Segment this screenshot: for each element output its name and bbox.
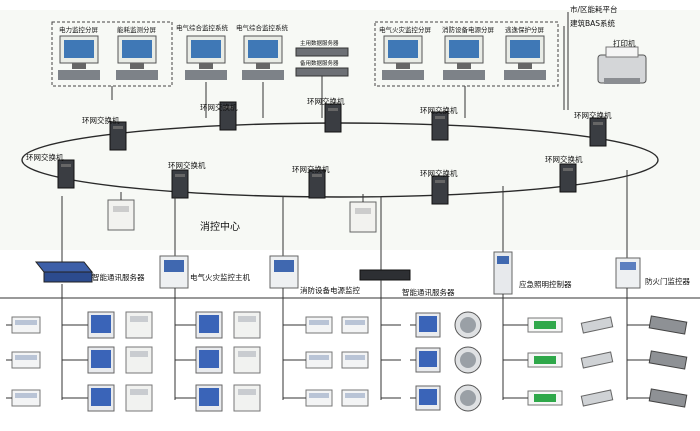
field-device-icon xyxy=(305,316,333,334)
ring-switch-icon: 环网交换机 xyxy=(545,154,583,193)
monitor-escape: 逃逸保护分屏 xyxy=(504,25,546,80)
ring-switch-icon: 环网交换机 xyxy=(26,152,75,189)
field-device-icon xyxy=(233,311,261,339)
fire-host-icon xyxy=(159,255,189,289)
ring-switch-label: 环网交换机 xyxy=(168,160,206,170)
ring-switch-icon: 环网交换机 xyxy=(574,110,612,147)
field-device-icon xyxy=(125,346,153,374)
field-device-icon xyxy=(580,316,614,334)
ring-switch-label: 环网交换机 xyxy=(420,105,458,115)
ring-switch-label: 环网交换机 xyxy=(420,168,458,178)
monitor-integrated-1: 电气综合监控系统 xyxy=(176,23,229,80)
ring-switch-icon: 环网交换机 xyxy=(82,115,127,151)
monitor-fire-power: 消防设备电源分屏 xyxy=(442,25,495,80)
ring-switch-label: 环网交换机 xyxy=(545,154,583,164)
field-device-icon xyxy=(233,384,261,412)
fire-door-monitor-icon xyxy=(615,257,641,289)
field-device-icon xyxy=(415,347,441,373)
field-device-icon xyxy=(305,389,333,407)
printer-label: 打印机 xyxy=(613,38,636,48)
field-device-icon xyxy=(195,346,223,374)
emergency-light-controller-icon xyxy=(493,251,513,295)
ring-switch-icon: 环网交换机 xyxy=(200,101,238,131)
ring-switch-label: 环网交换机 xyxy=(200,102,238,112)
monitor-fire: 电气火灾监控分屏 xyxy=(379,25,432,80)
ring-switch-icon: 环网交换机 xyxy=(292,164,330,199)
field-device-icon xyxy=(415,385,441,411)
ring-switch-label: 环网交换机 xyxy=(292,164,330,174)
monitor-label: 逃逸保护分屏 xyxy=(505,25,545,34)
field-device-icon xyxy=(580,389,614,407)
field-device-icon xyxy=(195,311,223,339)
device-label: 电气火灾监控主机 xyxy=(190,272,250,282)
field-device-icon xyxy=(125,311,153,339)
server-label: 备用数据服务器 xyxy=(300,59,339,67)
fire-power-host-icon xyxy=(269,255,299,289)
server-label: 主用数据服务器 xyxy=(300,39,339,47)
field-device-icon xyxy=(341,389,369,407)
field-device-icon xyxy=(648,350,688,370)
field-device-icon xyxy=(527,352,563,368)
device-label: 应急照明控制器 xyxy=(519,279,572,289)
device-label: 消防设备电源监控 xyxy=(300,285,360,295)
field-device-icon xyxy=(87,384,115,412)
monitor-label: 电气火灾监控分屏 xyxy=(379,25,432,34)
ring-switch-icon: 环网交换机 xyxy=(307,96,345,133)
printer-icon xyxy=(597,46,647,84)
field-device-icon xyxy=(648,315,688,335)
monitor-group-left xyxy=(51,21,173,87)
field-device-icon xyxy=(341,316,369,334)
field-device-icon xyxy=(87,311,115,339)
device-label: 智能通讯服务器 xyxy=(402,287,455,297)
field-device-icon xyxy=(125,384,153,412)
ring-switch-icon: 环网交换机 xyxy=(420,168,458,205)
field-device-icon xyxy=(415,312,441,338)
server-primary: 主用数据服务器 备用数据服务器 xyxy=(295,39,349,77)
field-device-icon xyxy=(11,389,41,407)
field-device-icon xyxy=(11,351,41,369)
device-label: 防火门监控器 xyxy=(645,276,690,286)
ring-switch-label: 环网交换机 xyxy=(574,110,612,120)
field-device-icon xyxy=(527,390,563,406)
field-device-icon xyxy=(454,384,482,412)
monitor-integrated-2: 电气综合监控系统 xyxy=(236,23,289,80)
monitor-energy: 能耗监测分屏 xyxy=(116,25,158,80)
ring-switch-icon: 环网交换机 xyxy=(168,160,206,199)
comm-server-2-icon xyxy=(359,269,411,281)
distribution-box-right xyxy=(349,201,377,233)
field-device-icon xyxy=(648,388,688,408)
field-device-icon xyxy=(454,346,482,374)
bas-label: 建筑BAS系统 xyxy=(570,18,616,28)
monitor-label: 电力监控分屏 xyxy=(59,25,99,34)
field-device-icon xyxy=(305,351,333,369)
ring-switch-label: 环网交换机 xyxy=(82,115,120,125)
field-device-icon xyxy=(341,351,369,369)
monitor-label: 消防设备电源分屏 xyxy=(442,25,495,34)
platform-label: 市/区能耗平台 xyxy=(570,4,618,14)
monitor-label: 能耗监测分屏 xyxy=(117,25,157,34)
control-center-label: 消控中心 xyxy=(200,220,240,233)
distribution-box-left xyxy=(107,199,135,231)
field-device-icon xyxy=(11,316,41,334)
ring-switch-icon: 环网交换机 xyxy=(420,105,458,141)
monitor-label: 电气综合监控系统 xyxy=(236,23,289,32)
ring-switch-label: 环网交换机 xyxy=(26,152,64,162)
monitor-label: 电气综合监控系统 xyxy=(176,23,229,32)
field-device-icon xyxy=(195,384,223,412)
monitor-group-right xyxy=(374,21,559,87)
field-device-icon xyxy=(87,346,115,374)
field-device-icon xyxy=(454,311,482,339)
device-label: 智能通讯服务器 xyxy=(92,272,145,282)
ring-switch-label: 环网交换机 xyxy=(307,96,345,106)
comm-server-1-icon xyxy=(34,261,94,283)
field-device-icon xyxy=(580,351,614,369)
field-device-icon xyxy=(233,346,261,374)
field-device-icon xyxy=(527,317,563,333)
monitor-power: 电力监控分屏 xyxy=(58,25,100,80)
